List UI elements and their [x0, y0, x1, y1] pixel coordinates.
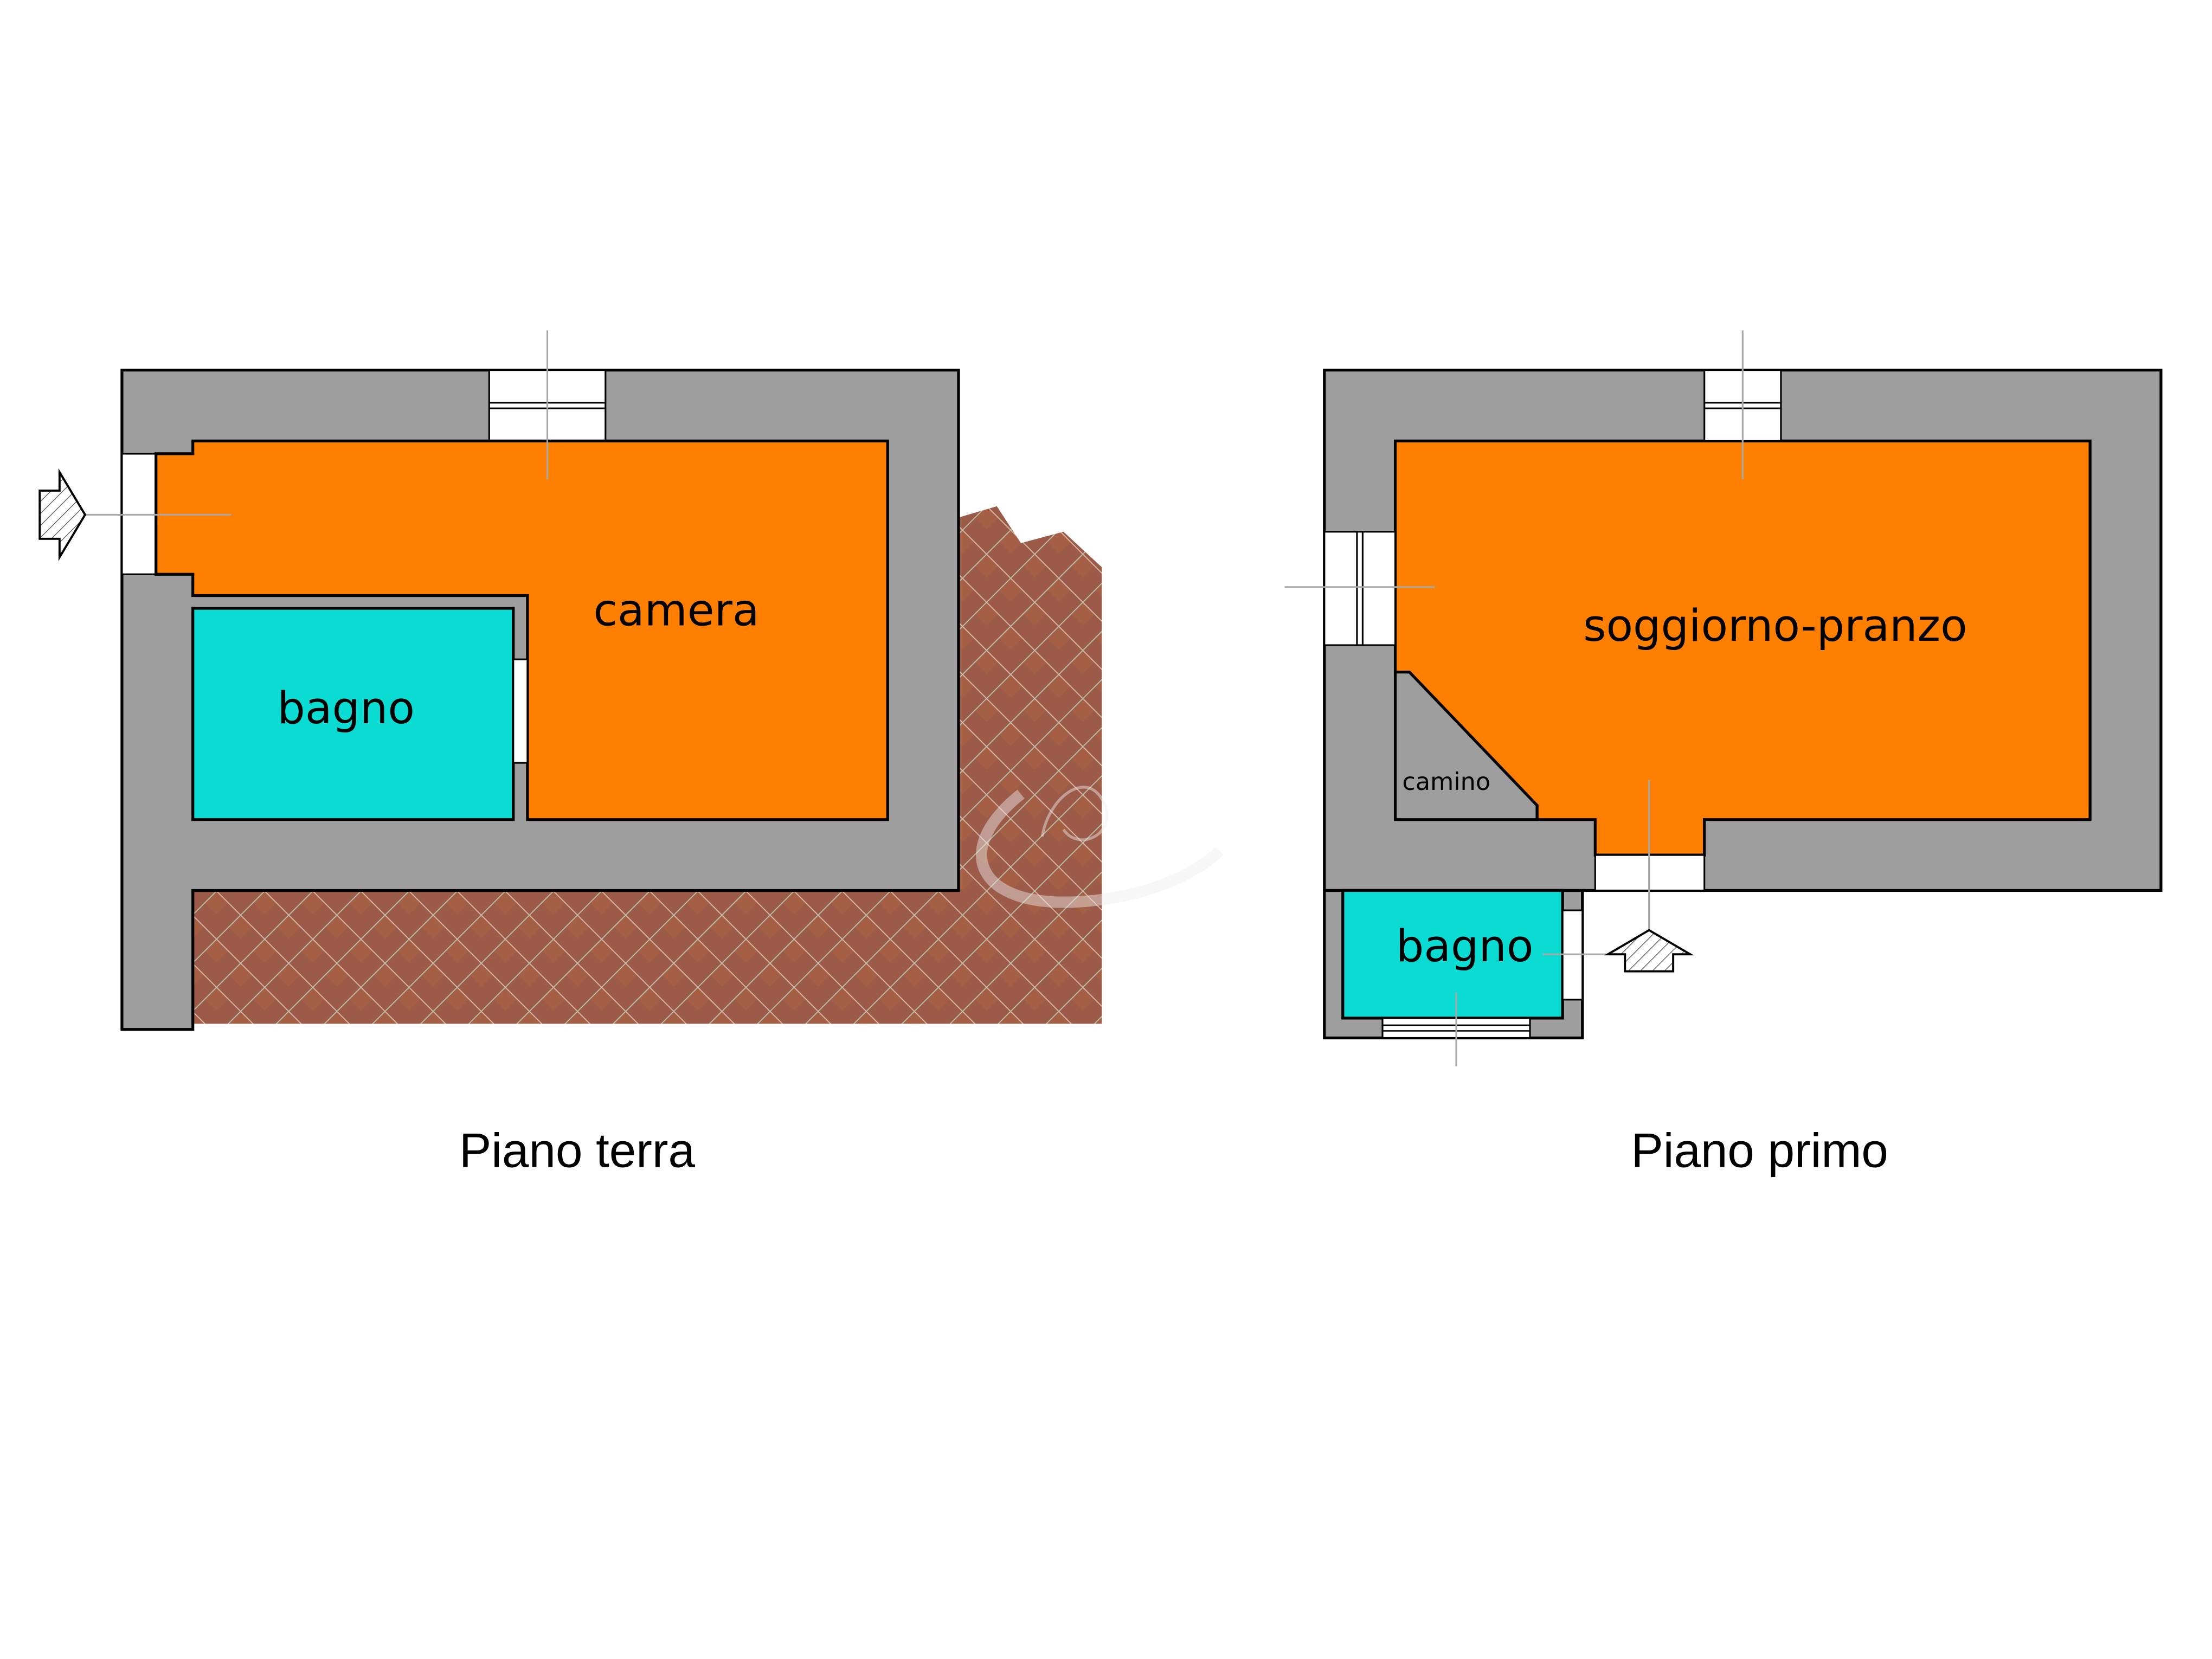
room-bagno	[1341, 889, 1564, 1020]
first-floor-plan: soggiorno-pranzo camino bagno Piano prim…	[1284, 330, 2163, 1177]
terrain-area	[192, 506, 1102, 1024]
room-camera	[155, 439, 889, 821]
room-label-camino: camino	[1402, 768, 1490, 796]
entrance-arrow-icon	[38, 468, 87, 561]
watermark-logo	[976, 786, 1224, 908]
left-window	[1323, 531, 1397, 646]
bathroom-door-opening	[512, 658, 529, 764]
room-label-bagno: bagno	[1396, 921, 1534, 972]
room-bagno	[191, 607, 515, 821]
room-label-bagno: bagno	[277, 683, 415, 734]
room-label-camera: camera	[593, 585, 759, 636]
ground-floor-plan: camera bagno Piano terra	[38, 330, 1102, 1177]
fireplace-camino	[1393, 671, 1539, 821]
floor-caption: Piano primo	[1631, 1123, 1888, 1177]
floor-caption: Piano terra	[459, 1123, 695, 1177]
entrance-arrow-icon	[1604, 929, 1694, 973]
room-label-soggiorno-pranzo: soggiorno-pranzo	[1583, 601, 1967, 652]
